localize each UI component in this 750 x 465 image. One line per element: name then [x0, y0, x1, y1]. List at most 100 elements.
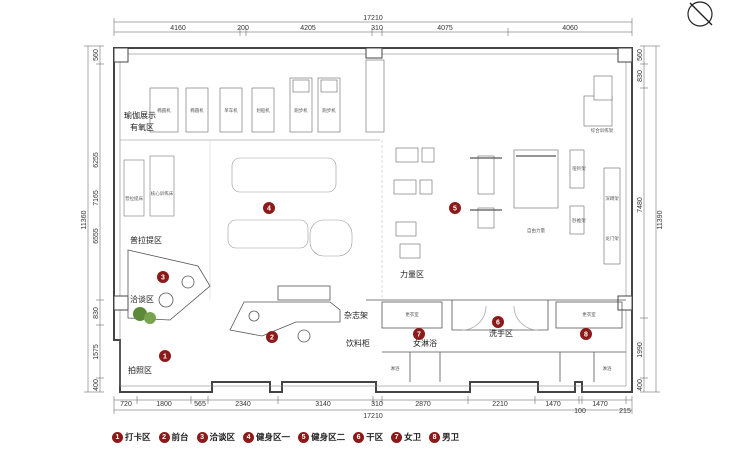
- walls: [113, 47, 633, 393]
- room-label-pilates: 普拉提区: [130, 235, 162, 245]
- dim-left: 6555: [93, 228, 100, 244]
- equipment-label: 淋浴: [603, 365, 612, 372]
- dim-bottom: 2340: [235, 401, 251, 408]
- equipment-label: 单车机: [224, 107, 238, 114]
- dim-right: 400: [637, 379, 644, 391]
- dim-bottom-total: 17210: [363, 413, 383, 420]
- right-dimensions: [640, 45, 660, 393]
- dim-left: 1575: [93, 344, 100, 360]
- room-label-talk: 洽谈区: [130, 294, 154, 304]
- dim-right-outer: 11390: [657, 210, 664, 229]
- dim-left: 7165: [93, 190, 100, 206]
- equipment-label: 淋浴: [391, 365, 400, 372]
- room-label-yoga: 瑜伽展示: [124, 110, 156, 120]
- legend-name: 女卫: [404, 433, 422, 443]
- dim-right: 7480: [637, 197, 644, 213]
- marker-number: 4: [267, 206, 271, 213]
- legend-number: 8: [429, 431, 441, 443]
- dim-bottom: 100: [574, 408, 586, 415]
- legend-number: 5: [298, 431, 310, 443]
- dim-bottom: 2210: [492, 401, 508, 408]
- dim-bottom: 215: [619, 408, 631, 415]
- legend-name: 前台: [171, 433, 189, 443]
- dim-bottom: 3140: [315, 401, 331, 408]
- room-label-oxygen: 有氧区: [130, 122, 154, 132]
- legend-name: 洽谈区: [209, 433, 236, 443]
- dim-left: 400: [93, 379, 100, 391]
- dim-left-outer: 11360: [81, 210, 88, 229]
- dim-left: 6255: [93, 152, 100, 168]
- restrooms: [366, 299, 626, 382]
- legend-number: 2: [158, 431, 170, 443]
- marker-number: 1: [163, 354, 167, 361]
- equipment-label: 椭圆机: [190, 107, 204, 114]
- talk-area: [127, 249, 211, 321]
- bottom-dimensions: [113, 396, 633, 414]
- dim-bottom: 310: [371, 401, 383, 408]
- equipment-label: 划船机: [256, 107, 270, 114]
- dim-right: 1990: [637, 342, 644, 358]
- dim-top: 200: [237, 25, 249, 32]
- legend-number: 4: [243, 431, 255, 443]
- dim-top: 4075: [437, 25, 453, 32]
- dim-left: 560: [93, 49, 100, 61]
- equipment-label: 跑步机: [294, 107, 308, 114]
- dim-bottom: 2870: [415, 401, 431, 408]
- legend-number: 6: [353, 431, 365, 443]
- barbell-icons: [470, 155, 556, 211]
- dim-top: 310: [371, 25, 383, 32]
- dim-top: 4160: [170, 25, 186, 32]
- legend-number: 1: [112, 431, 123, 443]
- room-label-drink: 饮料柜: [346, 338, 370, 348]
- pilates-tables: [123, 155, 175, 217]
- room-label-women-bath: 女淋浴: [413, 338, 437, 348]
- equipment-label: 自由力量: [527, 227, 545, 234]
- dim-bottom: 1800: [156, 401, 172, 408]
- equipment-label: 卧推架: [572, 217, 586, 224]
- dim-right: 560: [637, 49, 644, 61]
- left-dimensions: [84, 45, 104, 393]
- north-arrow-icon: [687, 1, 713, 27]
- marker-number: 3: [161, 275, 165, 282]
- columns: [113, 47, 633, 311]
- dim-bottom: 720: [120, 401, 132, 408]
- room-label-sundry: 杂志架: [344, 310, 368, 320]
- dim-bottom: 1470: [592, 401, 608, 408]
- room-label-wash: 洗手区: [489, 328, 513, 338]
- dim-top: 4205: [300, 25, 316, 32]
- cardio-machines: [149, 59, 385, 133]
- equipment-label: 核心训练床: [151, 190, 174, 197]
- equipment-label: 更衣室: [582, 311, 596, 318]
- dim-bottom: 565: [194, 401, 206, 408]
- mats: [227, 157, 353, 257]
- equipment-label: 龙门架: [605, 235, 619, 242]
- legend-number: 3: [196, 431, 208, 443]
- room-label-power: 力量区: [400, 269, 424, 279]
- reception-counter: [229, 285, 341, 343]
- equipment-label: 深蹲架: [605, 195, 619, 202]
- legend-name: 健身区二: [311, 433, 346, 443]
- legend-name: 干区: [366, 433, 384, 443]
- equipment-label: 普拉提床: [125, 195, 143, 202]
- legend-name: 健身区一: [256, 433, 291, 443]
- plant-icon: [133, 307, 156, 324]
- legend-number: 7: [391, 431, 403, 443]
- zone-markers: 1 2 3 4 5 6 7 8: [157, 202, 592, 362]
- dim-top: 4060: [562, 25, 578, 32]
- marker-number: 6: [496, 320, 500, 327]
- equipment-label: 哑铃架: [572, 165, 586, 172]
- dim-top-total: 17210: [363, 15, 383, 22]
- equipment-label: 更衣室: [405, 311, 419, 318]
- legend-name: 男卫: [442, 433, 460, 443]
- marker-number: 5: [453, 206, 457, 213]
- marker-number: 2: [270, 335, 274, 342]
